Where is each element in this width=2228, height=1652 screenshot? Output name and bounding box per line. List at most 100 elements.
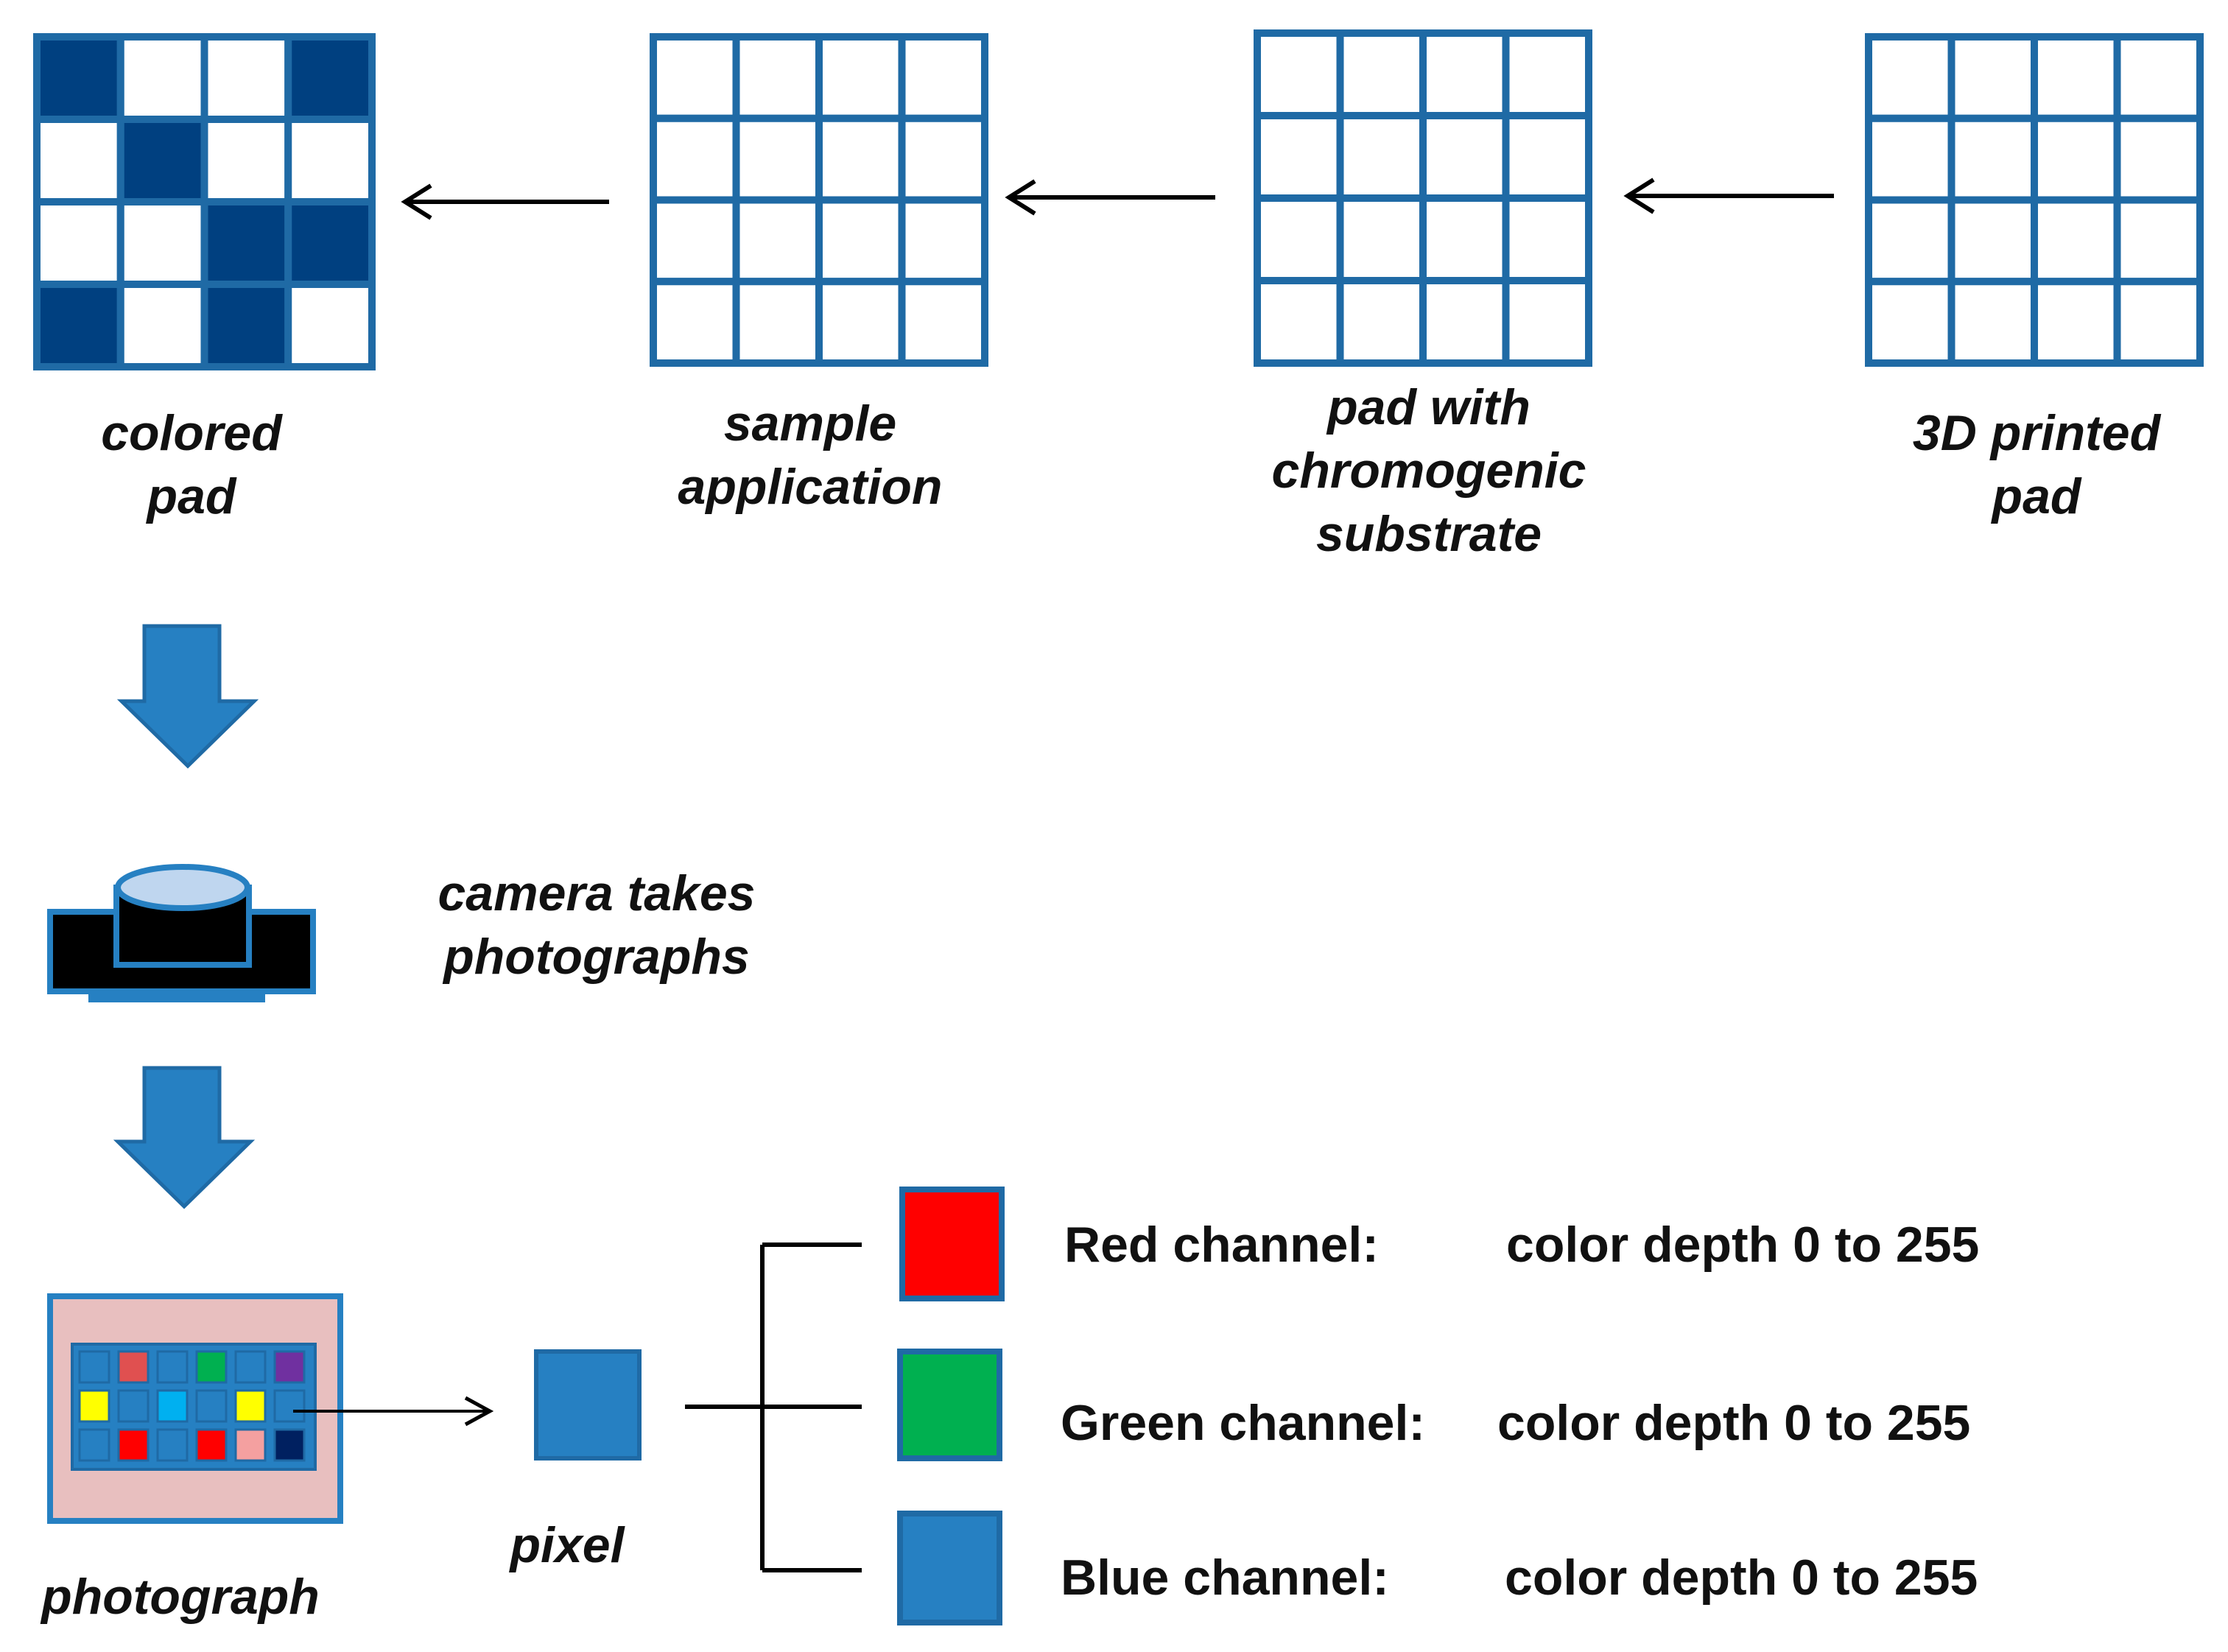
colored-pad-grid (33, 33, 376, 370)
pad-cell (1419, 194, 1510, 284)
photo-swatch (273, 1389, 306, 1423)
pad-cell (284, 116, 376, 205)
arrowhead-printed-to-chromogenic (1623, 177, 1655, 214)
red-channel-name: Red channel: (1064, 1217, 1379, 1273)
arrowhead-photograph-to-pixel (464, 1396, 494, 1427)
pad-cell (1865, 33, 1955, 122)
down-arrow-to-photograph (113, 1066, 256, 1209)
colored-pad-label: colored pad (44, 401, 339, 528)
camera-label-line2: photographs (443, 929, 750, 985)
pad-cell (1502, 277, 1592, 367)
pad-cell (898, 196, 988, 286)
photo-swatch (234, 1428, 267, 1462)
pad-cell (2031, 33, 2121, 122)
pad-cell (1336, 29, 1427, 119)
pad-cell (2031, 196, 2121, 286)
pad-cell (1419, 277, 1510, 367)
photograph-image (47, 1293, 343, 1524)
pad-cell (1254, 277, 1344, 367)
pad-cell (116, 33, 208, 123)
pad-cell (1419, 112, 1510, 202)
pad-cell (1502, 112, 1592, 202)
pad-cell (284, 33, 376, 123)
chromogenic-pad-label-line2: chromogenic (1271, 443, 1586, 499)
camera-icon (47, 864, 316, 1002)
pad-cell (1947, 114, 2038, 204)
pad-cell (815, 196, 906, 286)
blue-channel-depth: color depth 0 to 255 (1505, 1550, 1978, 1606)
pad-cell (2113, 114, 2204, 204)
pad-cell (1254, 112, 1344, 202)
pad-cell (732, 278, 823, 367)
green-channel-swatch (897, 1349, 1002, 1461)
pad-cell (1336, 194, 1427, 284)
photograph-label: photograph (41, 1569, 320, 1625)
printed-pad-label-line1: 3D printed (1912, 405, 2161, 461)
sample-application-label-line1: sample (723, 396, 897, 451)
photo-swatch (195, 1389, 228, 1423)
sample-application-label: sample application (648, 392, 972, 519)
photo-swatch (156, 1428, 189, 1462)
pad-cell (1947, 33, 2038, 122)
pad-cell (1865, 114, 1955, 204)
photo-swatch (195, 1428, 228, 1462)
pad-cell (2113, 196, 2204, 286)
pad-cell (1865, 278, 1955, 367)
red-channel-swatch (899, 1187, 1005, 1301)
pad-cell (898, 114, 988, 204)
pad-cell (1502, 29, 1592, 119)
pad-cell (1254, 194, 1344, 284)
down-arrow-to-camera (116, 624, 259, 769)
camera-label: camera takes photographs (412, 862, 781, 988)
pad-cell (200, 198, 292, 288)
pad-cell (815, 33, 906, 122)
blue-channel-name: Blue channel: (1061, 1550, 1389, 1606)
pad-cell (815, 114, 906, 204)
photo-swatch (78, 1428, 110, 1462)
green-channel-name: Green channel: (1061, 1395, 1426, 1451)
pad-cell (2113, 33, 2204, 122)
pixel-label: pixel (510, 1517, 625, 1573)
printed-pad-grid (1865, 33, 2204, 367)
sample-application-label-line2: application (678, 459, 943, 515)
pad-cell (200, 116, 292, 205)
red-channel-depth: color depth 0 to 255 (1506, 1217, 1980, 1273)
photo-swatch (117, 1350, 150, 1384)
arrowhead-chromogenic-to-sample (1005, 179, 1036, 216)
pad-cell (1947, 196, 2038, 286)
photo-swatch (234, 1350, 267, 1384)
chromogenic-pad-grid (1254, 29, 1592, 367)
blue-channel-swatch (897, 1511, 1002, 1625)
pad-cell (898, 33, 988, 122)
pad-cell (200, 33, 292, 123)
pad-cell (33, 281, 124, 370)
pad-cell (33, 33, 124, 123)
photo-swatch (117, 1389, 150, 1423)
pad-cell (2031, 114, 2121, 204)
pad-cell (732, 196, 823, 286)
pad-cell (650, 196, 740, 286)
pad-cell (33, 116, 124, 205)
pad-cell (650, 33, 740, 122)
colored-pad-label-line1: colored (101, 405, 282, 461)
pad-cell (1336, 112, 1427, 202)
camera-label-line1: camera takes (437, 865, 756, 921)
channel-bracket (685, 1242, 862, 1572)
printed-pad-label-line2: pad (1992, 468, 2081, 524)
photo-swatch (234, 1389, 267, 1423)
chromogenic-pad-label-line3: substrate (1315, 506, 1542, 562)
pad-cell (1947, 278, 2038, 367)
pad-cell (2113, 278, 2204, 367)
pad-cell (116, 198, 208, 288)
photo-swatch (156, 1389, 189, 1423)
pad-cell (898, 278, 988, 367)
photo-swatch (117, 1428, 150, 1462)
pad-cell (1502, 194, 1592, 284)
pad-cell (815, 278, 906, 367)
pad-cell (116, 281, 208, 370)
pad-cell (33, 198, 124, 288)
camera-lens (115, 864, 250, 911)
pad-cell (650, 278, 740, 367)
photo-swatch (273, 1428, 306, 1462)
